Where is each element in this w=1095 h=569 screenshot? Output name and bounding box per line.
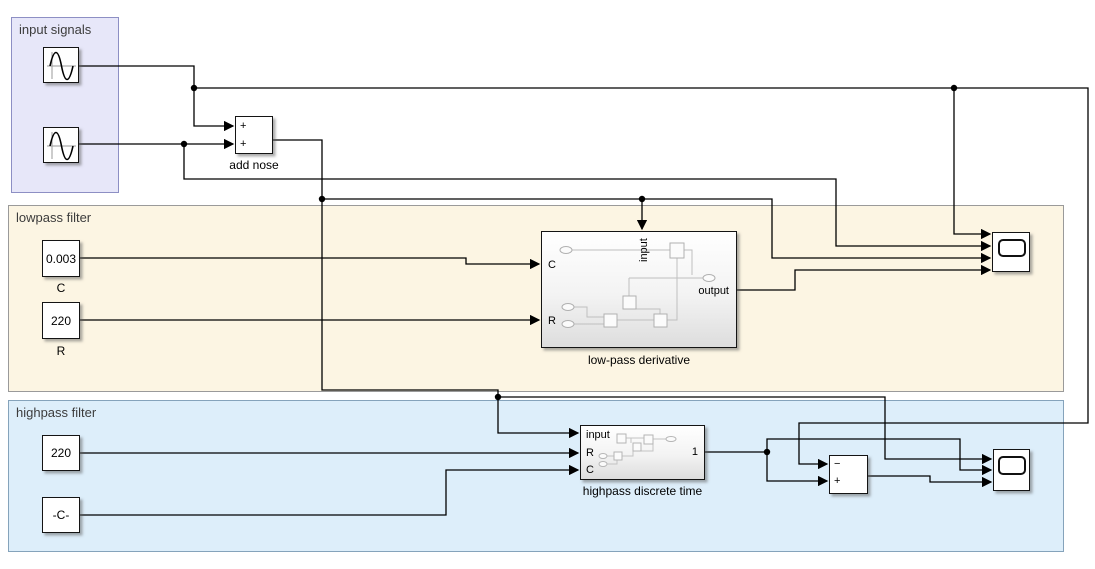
sine-wave-icon bbox=[47, 51, 76, 81]
wire-sine1-to-sum[interactable] bbox=[193, 88, 235, 132]
wire-noisy-down-run[interactable] bbox=[321, 199, 499, 397]
constant-value: 0.003 bbox=[45, 251, 77, 266]
scope-screen-icon bbox=[998, 239, 1026, 257]
highpass-discrete-time-subsystem[interactable]: input R C 1 bbox=[580, 425, 705, 480]
sine-wave-icon bbox=[47, 131, 76, 161]
junction-dot bbox=[950, 84, 958, 92]
wire-sum-out[interactable] bbox=[273, 139, 323, 199]
constant-value: -C- bbox=[52, 508, 70, 522]
region-input-signals-label: input signals bbox=[19, 22, 92, 37]
subsystem-contents-preview bbox=[598, 433, 677, 467]
lowpass-port-input: input bbox=[638, 238, 650, 262]
wire-subtract-to-scope2[interactable] bbox=[868, 475, 993, 488]
subtract-plus-port: + bbox=[834, 475, 841, 487]
subtract-block[interactable]: − + bbox=[829, 455, 868, 494]
wire-sine1-to-scope1[interactable] bbox=[953, 88, 992, 240]
constant-c-lowpass-label: C bbox=[56, 281, 66, 295]
junction-dot bbox=[180, 140, 188, 148]
constant-r-highpass[interactable]: 220 bbox=[42, 435, 80, 471]
region-lowpass-filter-label: lowpass filter bbox=[16, 210, 92, 225]
junction-dot bbox=[494, 393, 502, 401]
wire-noisy-to-scope1[interactable] bbox=[322, 198, 992, 264]
junction-dot bbox=[190, 84, 198, 92]
lowpass-port-r: R bbox=[548, 315, 556, 327]
junction-dot bbox=[638, 195, 646, 203]
scope-highpass[interactable] bbox=[993, 449, 1030, 491]
region-lowpass-filter[interactable]: lowpass filter bbox=[8, 205, 1064, 392]
constant-c-lowpass[interactable]: 0.003 bbox=[42, 240, 80, 277]
wire-constC-to-highpass[interactable] bbox=[79, 464, 580, 516]
subsystem-contents-preview bbox=[559, 242, 716, 328]
wire-sine2-to-scope1[interactable] bbox=[183, 144, 992, 252]
wire-highpass-to-scope2[interactable] bbox=[766, 438, 993, 476]
sum-plus-port-2: + bbox=[240, 138, 247, 150]
highpass-discrete-time-label: highpass discrete time bbox=[582, 484, 703, 498]
add-noise-sum-block[interactable]: + + bbox=[235, 116, 273, 154]
sine-wave-block-2[interactable] bbox=[43, 127, 79, 163]
subtract-minus-port: − bbox=[834, 458, 841, 470]
region-highpass-filter-label: highpass filter bbox=[16, 405, 97, 420]
constant-value: 220 bbox=[50, 446, 72, 460]
constant-c-highpass[interactable]: -C- bbox=[42, 497, 80, 533]
constant-r-lowpass[interactable]: 220 bbox=[42, 302, 80, 339]
lowpass-port-output: output bbox=[698, 285, 729, 297]
wire-noisy-to-highpass-input[interactable] bbox=[497, 397, 580, 439]
add-noise-label: add nose bbox=[229, 158, 279, 172]
highpass-port-c: C bbox=[586, 464, 594, 476]
region-input-signals[interactable]: input signals bbox=[11, 17, 119, 193]
wire-sine1-out[interactable] bbox=[79, 65, 195, 88]
sum-plus-port-1: + bbox=[240, 120, 247, 132]
junction-dot bbox=[318, 195, 326, 203]
wire-noisy-to-scope2[interactable] bbox=[498, 396, 993, 465]
lowpass-derivative-label: low-pass derivative bbox=[587, 353, 691, 367]
highpass-port-out-1: 1 bbox=[691, 446, 698, 458]
highpass-port-input: input bbox=[586, 429, 610, 441]
wire-sine1-to-subtract-minus[interactable] bbox=[798, 87, 1089, 470]
wire-highpass-to-subtract-plus[interactable] bbox=[766, 452, 829, 487]
wire-constC-to-lowpass[interactable] bbox=[79, 257, 541, 270]
constant-value: 220 bbox=[50, 313, 72, 328]
lowpass-derivative-subsystem[interactable]: input C R output bbox=[541, 231, 737, 348]
scope-lowpass[interactable] bbox=[992, 232, 1030, 272]
scope-screen-icon bbox=[998, 456, 1026, 475]
constant-r-lowpass-label: R bbox=[56, 344, 66, 358]
sine-wave-block-1[interactable] bbox=[43, 47, 79, 83]
junction-dot bbox=[763, 448, 771, 456]
lowpass-port-c: C bbox=[548, 259, 556, 271]
wire-lowpass-out-to-scope1[interactable] bbox=[737, 264, 992, 291]
highpass-port-r: R bbox=[586, 447, 594, 459]
